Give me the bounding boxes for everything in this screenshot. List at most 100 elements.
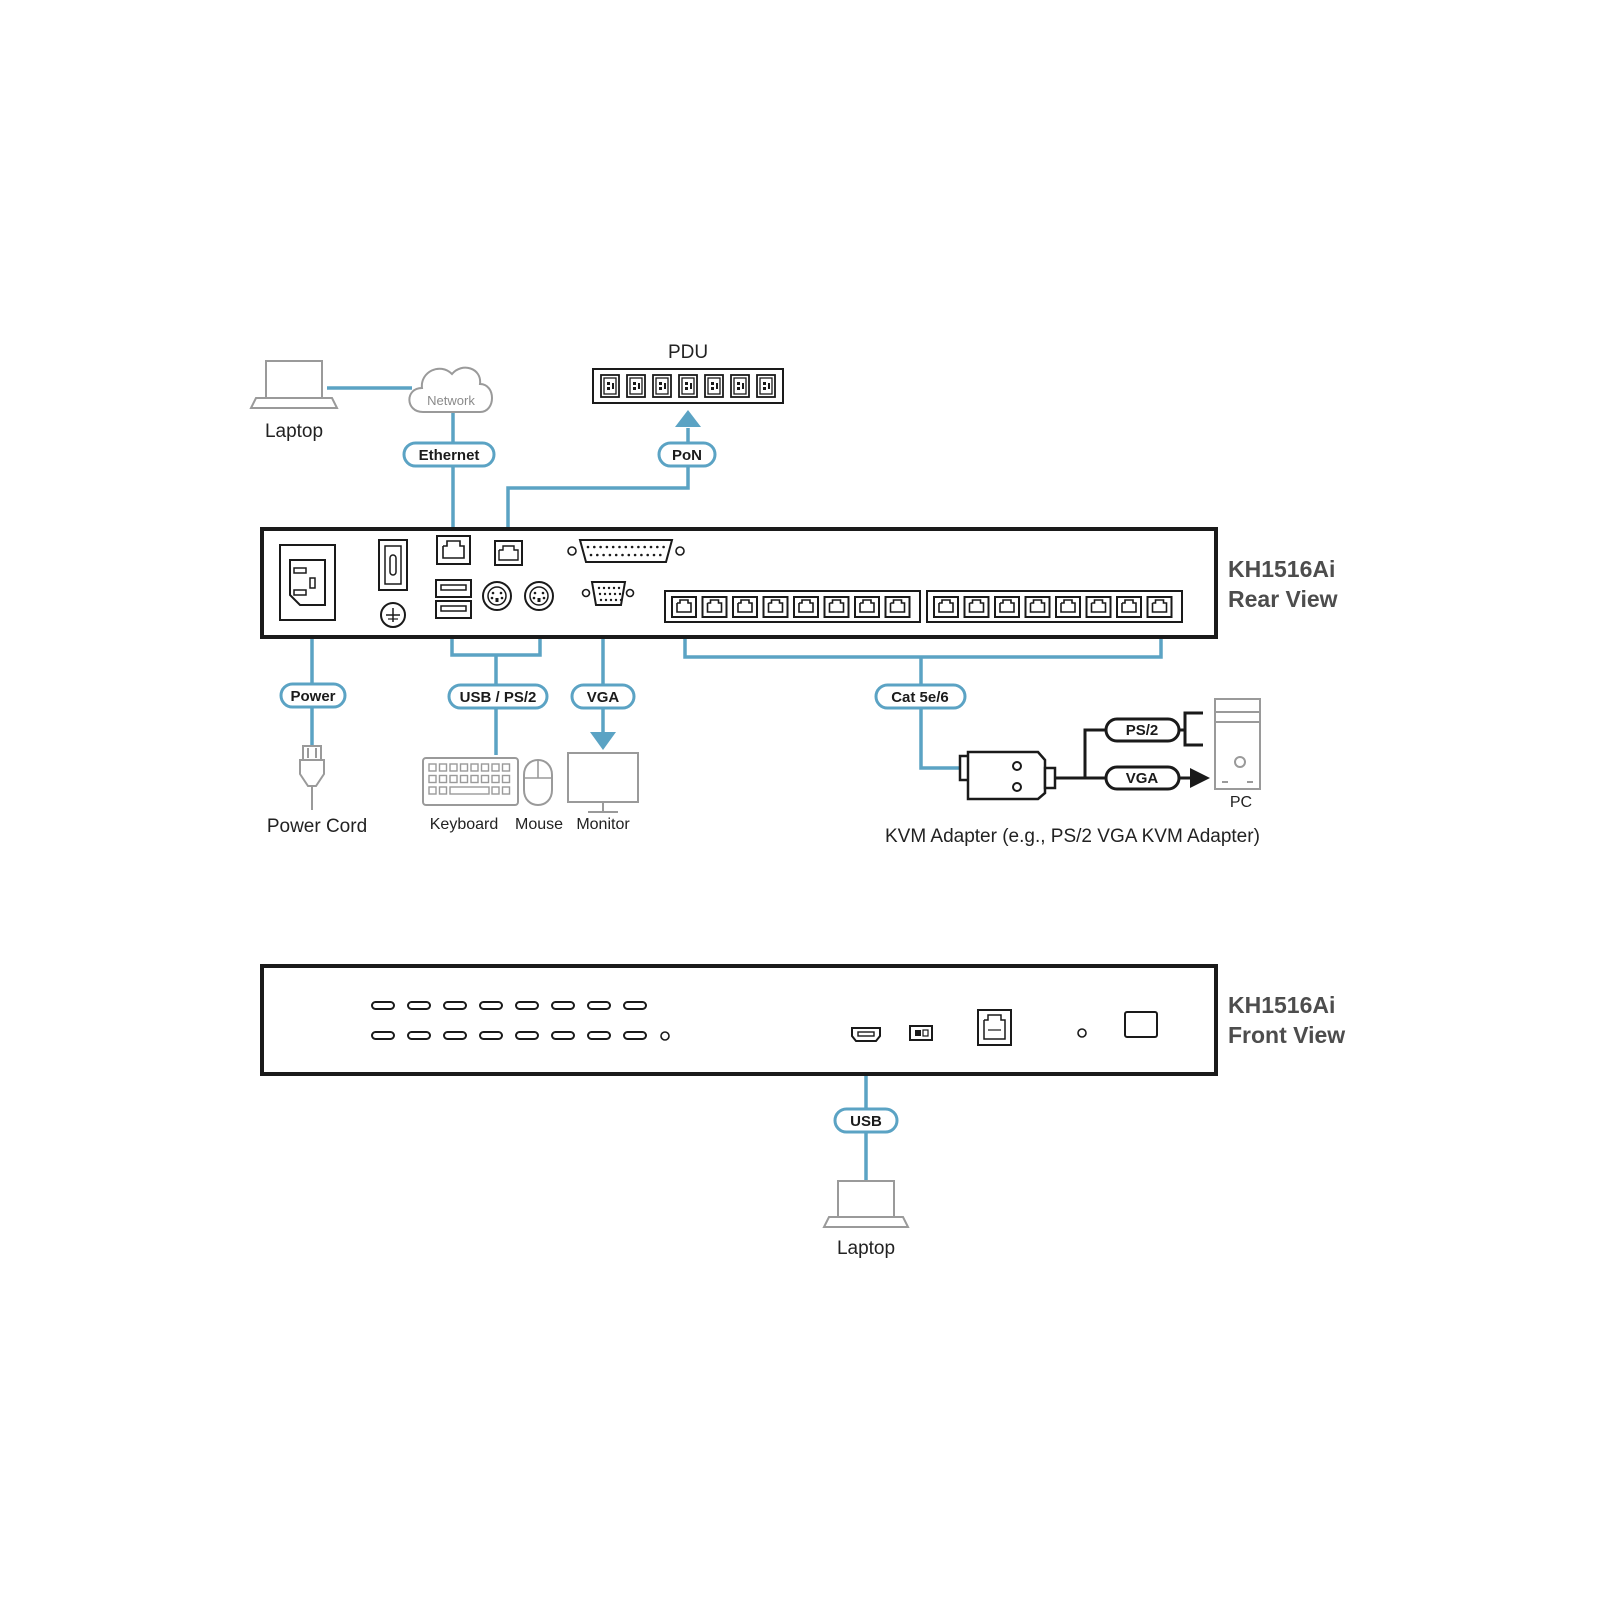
kvm-rj45-port-icon: [1024, 596, 1051, 618]
ground-screw-icon: [380, 602, 406, 628]
cloud-icon: Network: [408, 366, 493, 413]
kvm-rj45-port-icon: [1146, 596, 1173, 618]
port-led-slot-icon: [371, 1031, 395, 1040]
kvm-rj45-port-icon: [762, 596, 789, 618]
monitor-icon: [567, 752, 639, 813]
rear-view-subtitle: Rear View: [1228, 586, 1338, 612]
kvm-rj45-port-icon: [1055, 596, 1081, 618]
svg-text:PS/2: PS/2: [1126, 722, 1159, 739]
ethernet-pill: Ethernet: [402, 441, 496, 468]
port-led-slot-icon: [551, 1001, 575, 1010]
power-pill: Power: [279, 682, 347, 709]
pdu-icon: [592, 368, 784, 404]
usb-ports-icon: [435, 579, 472, 619]
kvm-adapter-icon: [958, 750, 1057, 801]
rear-panel: [260, 527, 1218, 639]
svg-text:Power: Power: [290, 688, 335, 705]
reset-button-icon: [1077, 1028, 1087, 1038]
pdu-arrow-icon: [675, 410, 701, 427]
pon-port-icon: [494, 540, 523, 566]
power-cord-label: Power Cord: [267, 816, 367, 837]
pc-vga-arrow-icon: [1190, 768, 1210, 788]
kvm-rj45-port-icon: [884, 596, 911, 618]
port-led-slot-icon: [515, 1001, 539, 1010]
kvm-rj45-port-icon: [793, 596, 819, 618]
port-led-slot-icon: [551, 1031, 575, 1040]
console-port-icon: [977, 1009, 1012, 1046]
port-led-slot-icon: [587, 1001, 611, 1010]
port-led-slot-icon: [407, 1031, 431, 1040]
ps2-keyboard-port-icon: [482, 581, 512, 611]
front-model-title: KH1516Ai: [1228, 992, 1335, 1018]
laptop-bottom-icon: [822, 1180, 910, 1228]
svg-text:USB / PS/2: USB / PS/2: [460, 689, 537, 706]
kvm-port-bank-2: [926, 590, 1183, 623]
keyboard-label: Keyboard: [430, 816, 499, 833]
kvm-rj45-port-icon: [671, 596, 697, 618]
kvm-rj45-port-icon: [701, 596, 728, 618]
kvm-port-bank-1: [664, 590, 921, 623]
kvm-rj45-port-icon: [994, 596, 1020, 618]
port-led-slot-icon: [479, 1031, 503, 1040]
cat-cable-bracket: [683, 625, 1163, 659]
port-led-slot-icon: [515, 1031, 539, 1040]
ps2-mouse-port-icon: [524, 581, 554, 611]
pc-label: PC: [1230, 794, 1252, 811]
power-plug-icon: [299, 745, 325, 810]
cat-pill: Cat 5e/6: [874, 683, 967, 710]
mouse-icon: [523, 759, 553, 806]
monitor-label: Monitor: [576, 816, 630, 833]
dip-switch-icon: [909, 1025, 933, 1041]
ps2-adapter-pill: PS/2: [1104, 717, 1181, 743]
usb-ps2-pill: USB / PS/2: [447, 683, 549, 710]
front-usb-port-icon: [851, 1027, 881, 1042]
laptop-label: Laptop: [265, 421, 323, 442]
network-label: Network: [427, 393, 475, 408]
cable-labels: Ethernet PoN Power USB / PS/2 VGA Cat 5e…: [279, 441, 1181, 1134]
laptop-icon: [249, 360, 339, 409]
laptop-bottom-label: Laptop: [837, 1238, 895, 1259]
power-switch-icon: [378, 539, 408, 591]
svg-text:VGA: VGA: [587, 689, 620, 706]
port-led-slot-icon: [623, 1031, 647, 1040]
front-panel: [260, 964, 1218, 1076]
vga-port-icon: [581, 581, 635, 606]
kvm-rj45-port-icon: [854, 596, 880, 618]
svg-text:PoN: PoN: [672, 447, 702, 464]
kvm-adapter-label: KVM Adapter (e.g., PS/2 VGA KVM Adapter): [885, 826, 1260, 847]
cat-cable: [919, 657, 960, 770]
svg-text:USB: USB: [850, 1113, 882, 1130]
kvm-rj45-port-icon: [1116, 596, 1142, 618]
port-led-slot-icon: [371, 1001, 395, 1010]
power-socket-icon: [279, 544, 336, 621]
front-view-subtitle: Front View: [1228, 1022, 1345, 1048]
monitor-arrow-icon: [590, 732, 616, 750]
pon-pill: PoN: [657, 441, 717, 468]
kvm-rj45-port-icon: [963, 596, 990, 618]
kvm-rj45-port-icon: [933, 596, 959, 618]
usb-pill: USB: [833, 1107, 899, 1134]
pc-tower-icon: [1214, 698, 1261, 790]
port-led-slot-icon: [623, 1001, 647, 1010]
rear-model-title: KH1516Ai: [1228, 556, 1335, 582]
power-button-icon: [1124, 1011, 1158, 1038]
kvm-rj45-port-icon: [823, 596, 850, 618]
keyboard-icon: [422, 757, 519, 806]
status-led-icon: [660, 1031, 670, 1041]
port-led-slot-icon: [587, 1031, 611, 1040]
kvm-rj45-port-icon: [732, 596, 758, 618]
port-led-slot-icon: [407, 1001, 431, 1010]
pdu-label: PDU: [668, 342, 708, 363]
port-led-slot-icon: [443, 1031, 467, 1040]
db25-port-icon: [567, 539, 685, 563]
kvm-rj45-port-icon: [1085, 596, 1112, 618]
svg-text:Ethernet: Ethernet: [419, 447, 480, 464]
mouse-label: Mouse: [515, 816, 563, 833]
vga-pill: VGA: [570, 683, 636, 710]
port-led-slot-icon: [479, 1001, 503, 1010]
port-led-slot-icon: [443, 1001, 467, 1010]
svg-text:VGA: VGA: [1126, 770, 1159, 787]
svg-text:Cat 5e/6: Cat 5e/6: [891, 689, 949, 706]
lan-port-icon: [436, 535, 471, 565]
